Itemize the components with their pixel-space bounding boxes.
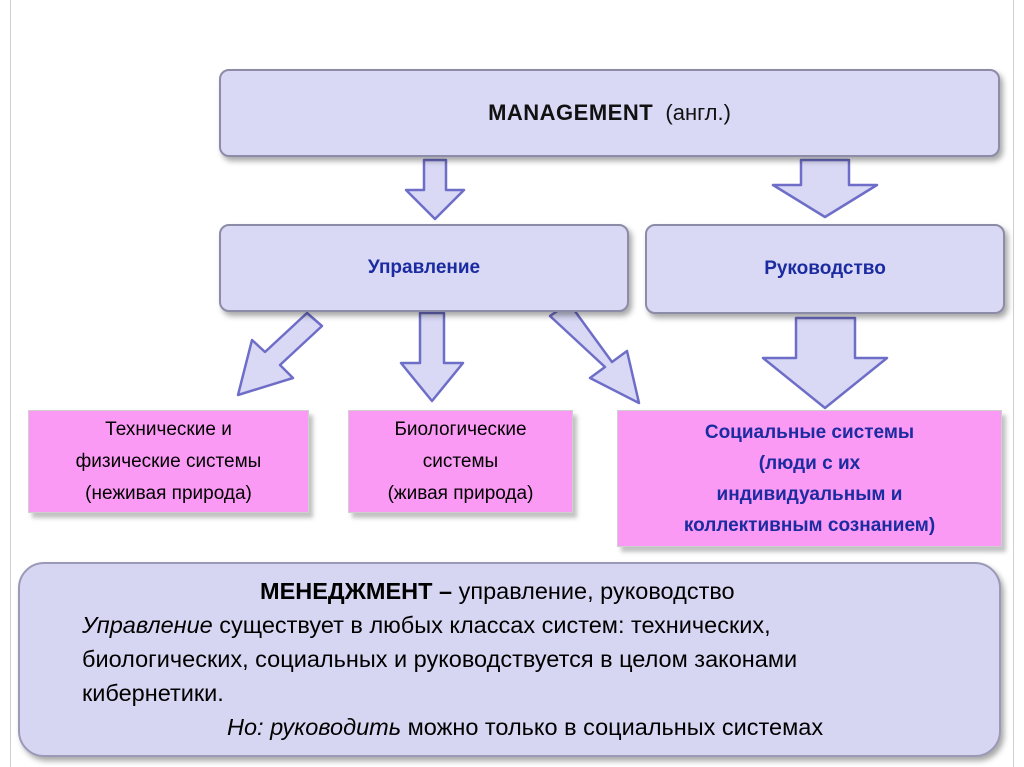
- arrow-upravlenie-to-social: [548, 301, 641, 405]
- definition-rest: управление, руководство: [458, 578, 735, 604]
- definition-box: МЕНЕДЖМЕНТ – управление, руководство Упр…: [18, 562, 1001, 757]
- definition-line-2: Управление существует в любых классах си…: [82, 608, 985, 642]
- management-lang: (англ.): [665, 100, 731, 125]
- arrow-upravlenie-to-bio: [399, 311, 465, 403]
- definition-term: МЕНЕДЖМЕНТ: [260, 578, 433, 604]
- tech-line-1: Технические и: [105, 418, 232, 440]
- management-box: MANAGEMENT (англ.): [219, 69, 1000, 157]
- rukovodstvo-box: Руководство: [645, 224, 1005, 314]
- bio-line-1: Биологические: [394, 418, 527, 440]
- arrow-upravlenie-to-tech: [236, 311, 324, 397]
- left-edge-line: [10, 0, 11, 767]
- arrow-top-to-rukovodstvo: [771, 158, 879, 219]
- rukovodstvo-label: Руководство: [764, 258, 886, 279]
- arrow-rukovodstvo-to-social: [761, 316, 889, 410]
- definition-line-5-rest: можно только в социальных системах: [401, 714, 824, 740]
- tech-line-3: (неживая природа): [85, 482, 252, 504]
- definition-line-5: Но: руководить можно только в социальных…: [82, 710, 985, 744]
- upravlenie-label: Управление: [367, 257, 481, 278]
- definition-no-italic: Но: руководить: [227, 714, 402, 740]
- definition-line-1: МЕНЕДЖМЕНТ – управление, руководство: [82, 574, 985, 608]
- social-systems-box: Социальные системы (люди с их индивидуал…: [617, 410, 1002, 547]
- social-line-3: индивидуальным и: [716, 483, 903, 505]
- upravlenie-box: Управление: [219, 224, 629, 312]
- technical-systems-box: Технические и физические системы (нежива…: [28, 410, 309, 513]
- tech-line-2: физические системы: [75, 450, 262, 472]
- definition-line-4: кибернетики.: [82, 680, 224, 706]
- right-edge-line: [1013, 0, 1014, 767]
- bio-line-3: (живая природа): [387, 482, 534, 504]
- social-line-4: коллективным сознанием): [683, 514, 936, 536]
- biological-systems-box: Биологические системы (живая природа): [348, 410, 573, 513]
- management-term: MANAGEMENT: [488, 100, 654, 125]
- definition-line-2-rest: существует в любых классах систем: техни…: [212, 612, 771, 638]
- bio-line-2: системы: [422, 450, 499, 472]
- social-line-1: Социальные системы: [704, 421, 915, 443]
- definition-upravlenie-italic: Управление: [82, 612, 213, 638]
- definition-dash: –: [432, 578, 459, 604]
- social-line-2: (люди с их: [758, 452, 861, 474]
- management-title: MANAGEMENT (англ.): [488, 100, 731, 126]
- definition-line-3: биологических, социальных и руководствуе…: [82, 646, 798, 672]
- arrow-top-to-upravlenie: [404, 158, 466, 221]
